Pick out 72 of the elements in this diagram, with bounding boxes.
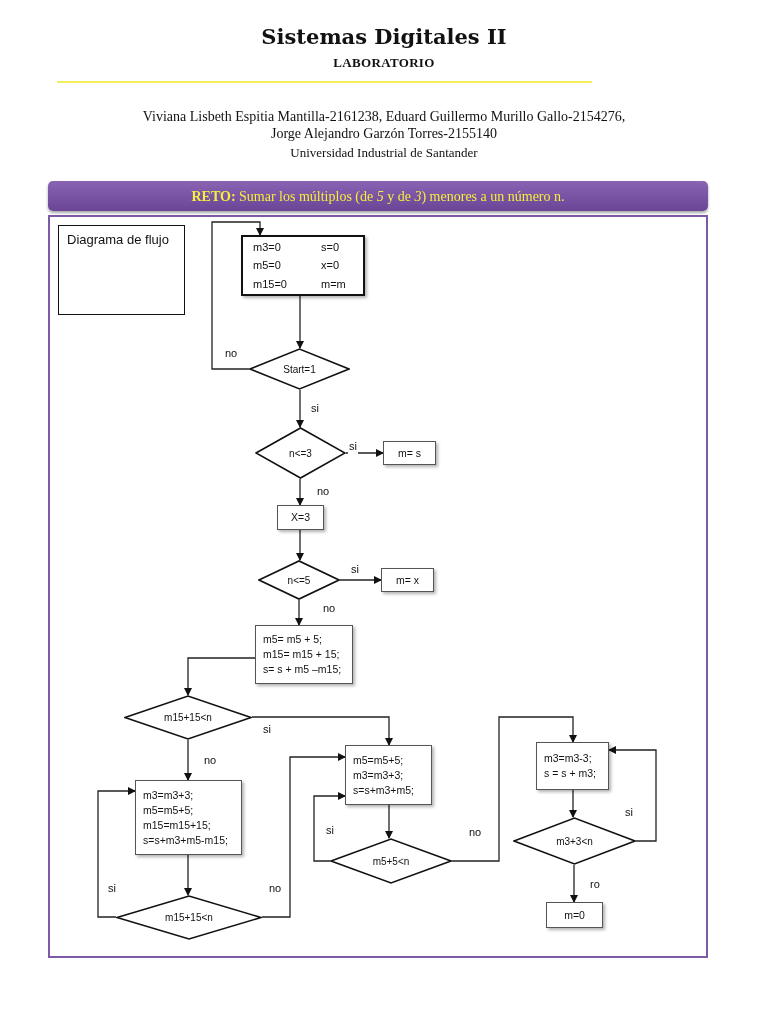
decision-diamond bbox=[255, 427, 346, 479]
flow-arrow bbox=[385, 804, 393, 839]
flow-arrow bbox=[97, 787, 136, 918]
subtitle: LABORATORIO bbox=[332, 54, 436, 72]
authors-text: Viviana Lisbeth Espitia Mantilla-2161238, Eduard Guillermo Murillo Gallo-2154276, Jorge Alejandro Garzón Torres-2155140 bbox=[141, 108, 627, 142]
assignment-text: m=0 bbox=[564, 907, 585, 923]
assignment-text: x=0 bbox=[320, 258, 341, 274]
decision-diamond bbox=[124, 695, 252, 740]
assignment-text: m15=m15+15; bbox=[143, 817, 212, 833]
process-box bbox=[345, 745, 432, 805]
process-box bbox=[383, 441, 436, 465]
condition-text: m15+15<n bbox=[165, 911, 213, 925]
flow-arrow bbox=[296, 478, 304, 506]
condition-text: n<=3 bbox=[289, 446, 312, 461]
assignment-text: m3=m3-3; bbox=[544, 751, 593, 766]
condition-text: m15+15<n bbox=[164, 711, 212, 725]
flow-arrow bbox=[184, 657, 256, 696]
assignment-text: s=0 bbox=[320, 239, 341, 255]
flow-arrow bbox=[569, 789, 577, 818]
process-box bbox=[546, 902, 603, 928]
assignment-text: m5=0 bbox=[253, 258, 282, 274]
condition-text: m5+5<n bbox=[372, 854, 410, 869]
assignment-text: X=3 bbox=[291, 510, 310, 525]
flow-arrow bbox=[184, 739, 192, 781]
flow-arrow bbox=[211, 221, 264, 370]
flow-arrow bbox=[313, 792, 346, 862]
flow-arrow bbox=[261, 753, 346, 918]
flow-arrow bbox=[295, 599, 303, 626]
process-box bbox=[536, 742, 609, 790]
assignment-text: m15= m15 + 15; bbox=[263, 647, 341, 662]
flow-arrow bbox=[451, 716, 577, 862]
flow-arrow bbox=[296, 529, 304, 561]
assignment-text: s=s+m3+m5; bbox=[353, 782, 415, 798]
decision-diamond bbox=[258, 560, 340, 600]
condition-text: n<=5 bbox=[287, 573, 311, 588]
assignment-text: s=s+m3+m5-m15; bbox=[143, 832, 229, 848]
assignment-text: m= x bbox=[395, 572, 419, 588]
assignment-text: m15=0 bbox=[253, 276, 288, 292]
condition-text: m3+3<n bbox=[556, 834, 593, 849]
flow-arrow bbox=[339, 576, 382, 584]
institution-text: Universidad Industrial de Santander bbox=[289, 144, 479, 162]
flow-arrow bbox=[296, 295, 304, 349]
assignment-text: m5=m5+5; bbox=[353, 752, 405, 768]
decision-diamond bbox=[330, 838, 452, 884]
process-box bbox=[135, 780, 242, 855]
title-box bbox=[58, 225, 185, 315]
flow-arrow bbox=[251, 716, 393, 746]
decision-diamond bbox=[513, 817, 636, 865]
flow-arrow bbox=[184, 854, 192, 896]
document-title: Sistemas Digitales II bbox=[260, 24, 508, 50]
flow-arrow bbox=[570, 864, 578, 903]
assignment-text: m3=m3+3; bbox=[143, 787, 195, 803]
process-box bbox=[277, 505, 324, 530]
flow-arrow bbox=[608, 746, 657, 842]
assignment-text: m3=m3+3; bbox=[353, 767, 405, 783]
box-title: Diagrama de flujo bbox=[67, 231, 170, 249]
assignment-text: m5= m5 + 5; bbox=[263, 632, 323, 647]
assignment-text: m5=m5+5; bbox=[143, 802, 195, 818]
challenge-banner: RETO: Sumar los múltiplos (de 5 y de 3) menores a un número n. bbox=[48, 181, 708, 211]
process-box bbox=[255, 625, 353, 684]
flow-arrow bbox=[345, 449, 384, 457]
assignment-text: m= s bbox=[397, 445, 421, 461]
assignment-text: m3=0 bbox=[253, 239, 282, 255]
assignment-text: m=m bbox=[320, 276, 347, 292]
condition-text: Start=1 bbox=[283, 362, 316, 377]
assignment-text: s= s + m5 –m15; bbox=[263, 662, 343, 677]
decision-diamond bbox=[116, 895, 262, 940]
assignment-text: s = s + m3; bbox=[544, 766, 597, 781]
process-box bbox=[241, 235, 365, 296]
decision-diamond bbox=[249, 348, 350, 390]
process-box bbox=[381, 568, 434, 592]
flow-arrow bbox=[296, 389, 304, 428]
